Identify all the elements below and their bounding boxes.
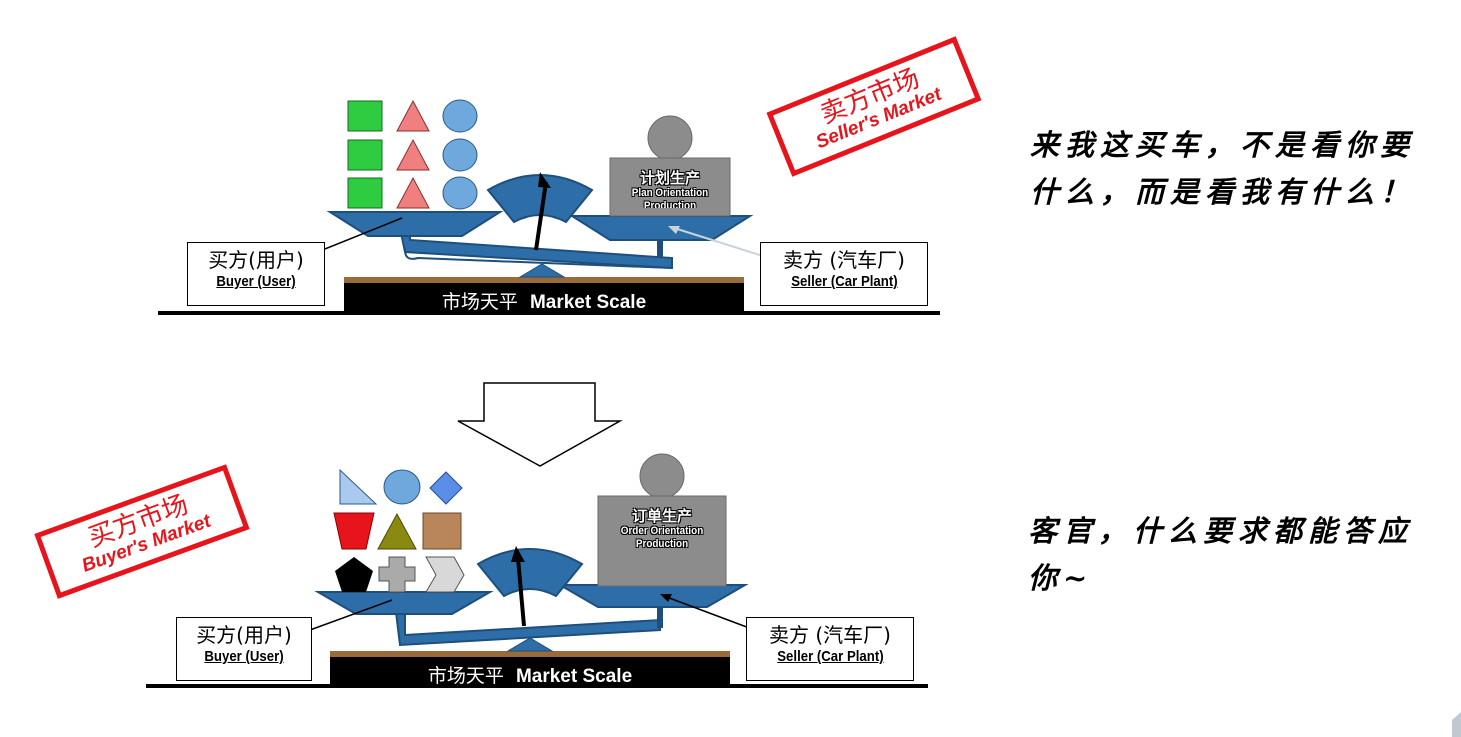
top-box-en2: Production [643,199,697,208]
top-buyer-cn: 买方(用户) [208,248,304,272]
bottom-textured-square [422,512,462,550]
top-left-pan [326,211,504,237]
top-scale-base [344,283,744,313]
top-quote: 来我这买车，不是看你要什么，而是看我有什么！ [1030,128,1416,209]
top-pink-triangle [396,138,430,171]
top-dial [486,174,594,224]
top-blue-circle [442,99,478,133]
top-green-square [347,139,383,171]
bottom-buyer-en: Buyer (User) [204,648,284,665]
bottom-quote: 客官，什么要求都能答应你~ [1028,514,1414,595]
top-buyer-en: Buyer (User) [216,273,296,290]
top-fulcrum [518,263,566,278]
top-seller-cn: 卖方 (汽车厂) [783,248,905,272]
top-box-text: 计划生产 Plan Orientation Production [610,169,730,208]
top-dial-needle [534,181,548,251]
top-right-pan [568,215,754,241]
top-green-square [347,100,383,132]
bottom-box-en2: Production [635,537,689,550]
top-box-cn: 计划生产 [639,169,700,187]
top-seller-label: 卖方 (汽车厂) Seller (Car Plant) [760,242,928,306]
bottom-production-box [597,495,727,587]
corner-curl-icon [1452,712,1461,737]
bottom-dotted-hexagon [425,556,465,593]
bottom-scale-base [330,657,730,686]
top-blue-circle [442,176,478,210]
bottom-base-en: Market Scale [515,666,633,687]
top-buyer-pointer [309,217,403,256]
top-base-cn: 市场天平 [441,291,518,313]
top-base-label: 市场天平 Market Scale [344,287,744,314]
top-buyer-label: 买方(用户) Buyer (User) [187,242,325,306]
bottom-blue-circle [383,469,421,505]
bottom-base-cn: 市场天平 [427,665,504,687]
top-seller-head [647,115,693,161]
bottom-olive-triangle [377,512,417,550]
top-green-square [347,177,383,209]
bottom-box-cn: 订单生产 [631,507,692,525]
bottom-seller-pointer [663,595,761,633]
bottom-right-pan [556,584,749,608]
top-scale-base-brown [344,277,744,283]
bottom-seller-head [639,453,685,499]
bottom-box-en1: Order Orientation [620,525,704,538]
top-pink-triangle [396,176,430,209]
bottom-buyer-label: 买方(用户) Buyer (User) [176,617,312,681]
bottom-blue-diamond [429,471,463,505]
bottom-left-pan [314,591,494,615]
top-pink-triangle [396,99,430,132]
bottom-base-label: 市场天平 Market Scale [330,661,730,688]
bottom-dial-needle [516,557,526,627]
top-box-en1: Plan Orientation [631,187,709,200]
bottom-seller-en: Seller (Car Plant) [776,648,884,665]
bottom-dial [476,548,584,598]
transition-down-arrow [457,382,623,467]
top-seller-en: Seller (Car Plant) [790,273,898,290]
bottom-seller-cn: 卖方 (汽车厂) [769,623,891,647]
bottom-right-triangle [339,468,378,505]
bottom-black-pentagon [335,557,373,592]
bottom-fulcrum [506,637,554,652]
top-base-en: Market Scale [529,292,647,313]
top-blue-circle [442,138,478,172]
bottom-seller-label: 卖方 (汽车厂) Seller (Car Plant) [746,617,914,681]
bottom-box-text: 订单生产 Order Orientation Production [598,507,726,551]
bottom-buyer-pointer [309,599,393,631]
top-production-box [609,157,731,217]
bottom-buyer-cn: 买方(用户) [196,623,292,647]
bottom-gray-cross [378,556,416,593]
bottom-scale-base-brown [330,651,730,657]
bottom-red-trapezoid [333,512,375,550]
